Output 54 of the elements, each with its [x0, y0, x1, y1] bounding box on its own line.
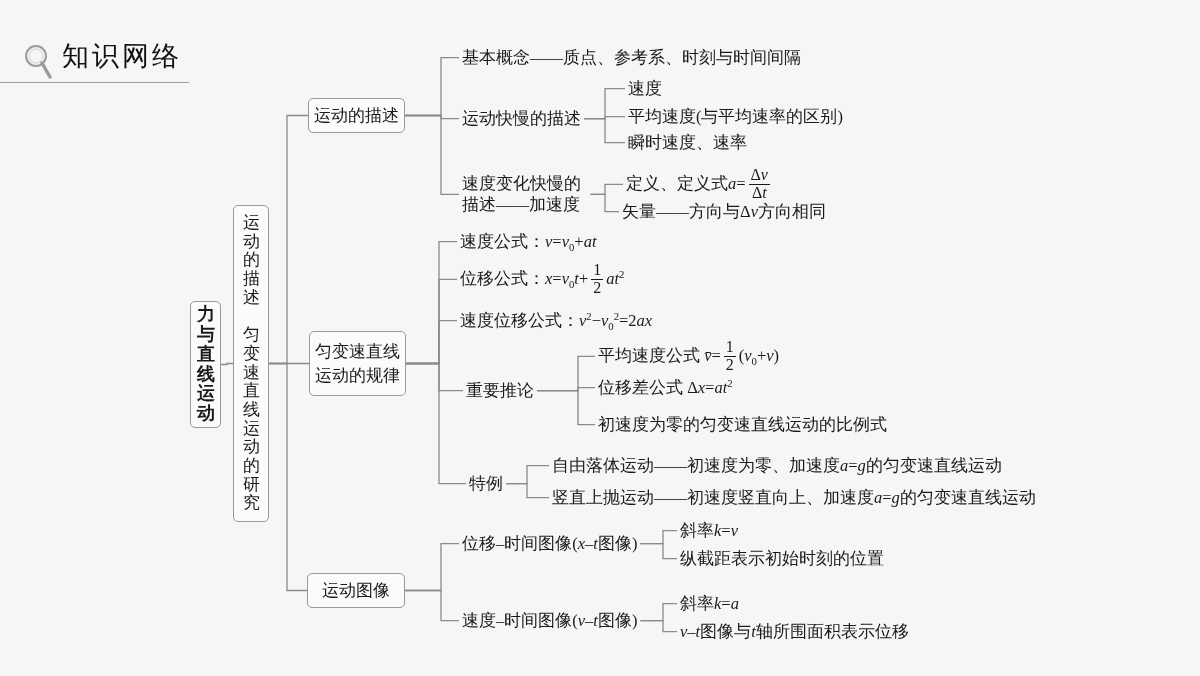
topic-text: 竖直上抛运动——初速度竖直向上、加速度a=g的匀变速直线运动	[549, 487, 1039, 509]
connector-line	[536, 390, 596, 426]
fraction-numerator: 1	[723, 339, 736, 357]
topic-text: 速度–时间图像(v–t图像)	[459, 610, 641, 632]
topic-box	[308, 98, 405, 133]
topic-label: 运动图像	[322, 579, 390, 602]
topic-text: 自由落体运动——初速度为零、加速度a=g的匀变速直线运动	[549, 455, 1005, 477]
formula-text: 定义、定义式a=	[626, 173, 746, 196]
topic-text: 平均速度(与平均速率的区别)	[625, 106, 846, 128]
topic-text: 位移–时间图像(x–t图像)	[459, 533, 641, 555]
topic-box	[233, 205, 269, 522]
topic-box	[307, 573, 405, 608]
formula-text: (v$_{0}$+v)	[738, 346, 780, 367]
topic-label: 匀变速直线运动的规律	[314, 340, 401, 387]
fraction-numerator: 1	[591, 262, 604, 280]
topic-text: 初速度为零的匀变速直线运动的比例式	[595, 414, 890, 436]
topic-box	[190, 301, 221, 428]
topic-label: 运动的描述	[314, 104, 399, 127]
topic-label: 力与直线运动	[196, 305, 215, 424]
topic-text: 纵截距表示初始时刻的位置	[677, 548, 887, 570]
fraction-denominator: 2	[592, 279, 603, 297]
connector-line	[583, 118, 626, 144]
topic-text: 重要推论	[463, 380, 537, 402]
topic-text: 斜率k=a	[677, 593, 742, 615]
topic-text: 速度变化快慢的描述——加速度	[459, 173, 591, 216]
topic-text: 基本概念——质点、参考系、时刻与时间间隔	[459, 47, 804, 69]
connector-line	[268, 362, 308, 592]
fraction-numerator: Δv	[748, 167, 770, 185]
page-title: 知识网络	[62, 40, 182, 73]
topic-text: 瞬时速度、速率	[625, 132, 750, 154]
connector-line	[589, 193, 620, 213]
topic-text: 速度位移公式：v$^{2}$−v$_{0}$$^{2}$=2ax	[457, 310, 656, 332]
connector-line	[405, 362, 467, 485]
topic-label: 运动的描述	[242, 214, 260, 308]
connector-line	[639, 543, 678, 560]
fraction-denominator: Δt	[750, 184, 768, 202]
connector-line	[505, 483, 550, 499]
topic-label: 匀变速直线运动的研究	[242, 326, 260, 513]
topic-text: 速度	[625, 78, 665, 100]
topic-text: 运动快慢的描述	[459, 108, 584, 130]
fraction-denominator: 2	[724, 356, 735, 374]
formula-text: 位移公式：x=v$_{0}$t+	[460, 268, 589, 291]
connector-line	[404, 114, 460, 196]
topic-text: 斜率k=v	[677, 520, 741, 542]
topic-text: v–t图像与t轴所围面积表示位移	[677, 621, 912, 643]
topic-box	[309, 331, 406, 396]
topic-text: 速度公式：v=v$_{0}$+at	[457, 231, 600, 253]
connector-line	[639, 620, 678, 633]
formula-text: at$^{2}$	[606, 269, 625, 290]
topic-text: 位移差公式 Δx=at$^{2}$	[595, 377, 736, 399]
connector-line	[404, 589, 460, 622]
topic-text: 矢量——方向与Δv方向相同	[619, 201, 829, 223]
topic-text: 特例	[466, 473, 506, 495]
formula-text: 平均速度公式 v̄=	[598, 345, 721, 368]
